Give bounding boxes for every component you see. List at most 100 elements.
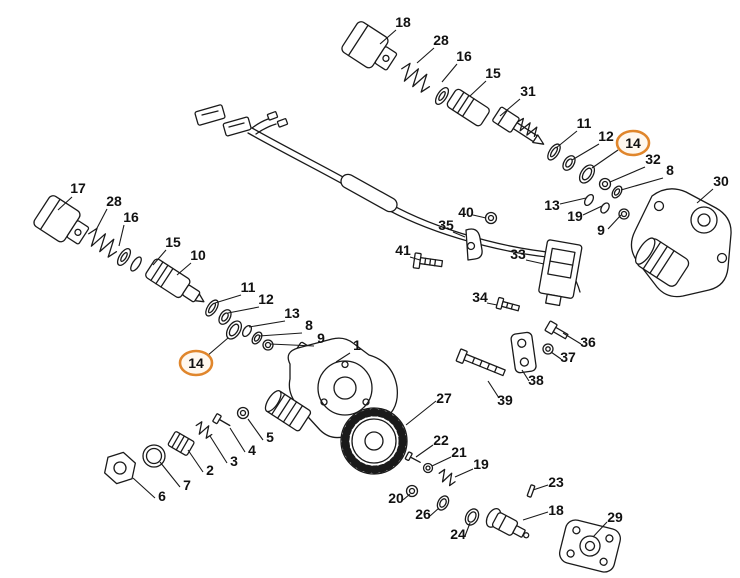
callout-bottom-29: 29 (607, 509, 623, 525)
part-17-cap (33, 195, 90, 245)
part-26-oring (436, 495, 450, 511)
part-washer-left-extra (130, 256, 142, 272)
callout-left-12: 12 (258, 291, 274, 307)
callout-top-31: 31 (520, 83, 536, 99)
part-2-insert (167, 431, 195, 456)
part-37-washer (542, 343, 554, 355)
part-31-adjuster (492, 106, 545, 145)
callout-top-13: 13 (544, 197, 560, 213)
callout-left-17: 17 (70, 180, 86, 196)
callout-left-16: 16 (123, 209, 139, 225)
callout-center-41: 41 (395, 242, 411, 258)
part-8-washer-top (611, 185, 623, 199)
callout-top-18: 18 (395, 14, 411, 30)
callout-bottom-26: 26 (415, 506, 431, 522)
highlight-ring-icon (615, 129, 651, 157)
callout-center-34: 34 (472, 289, 488, 305)
callout-center-36: 36 (580, 334, 596, 350)
part-28-spring-left (88, 227, 118, 258)
callout-center-38: 38 (528, 372, 544, 388)
highlighted-part-number-top: 14 (625, 135, 641, 151)
part-19-spring-bottom (438, 468, 456, 487)
highlighted-part-number-left: 14 (188, 355, 204, 371)
wiring-harness (194, 104, 581, 293)
part-1-housing (264, 337, 399, 439)
callout-bottomleft-2: 2 (206, 462, 214, 478)
part-12-washer-top (562, 155, 576, 171)
callout-left-13: 13 (284, 305, 300, 321)
callout-center-40: 40 (458, 204, 474, 220)
part-6-nut (103, 451, 137, 485)
callout-top-9: 9 (597, 222, 605, 238)
callout-center-39: 39 (497, 392, 513, 408)
part-9-ring-top (618, 208, 630, 220)
part-35-clamp (465, 228, 483, 261)
part-32-nut (598, 177, 612, 191)
part-11-oring-left (205, 299, 219, 317)
leader-lines (57, 29, 714, 538)
callout-bottom-20: 20 (388, 490, 404, 506)
part-18-cap-top (341, 21, 398, 71)
part-9-ring-left (262, 339, 274, 351)
part-34-screw (495, 296, 521, 312)
callout-top-8: 8 (666, 162, 674, 178)
part-38-bracket (510, 331, 537, 374)
callout-top-16: 16 (456, 48, 472, 64)
part-10-valve-body (145, 258, 205, 303)
part-27-knob (340, 407, 408, 475)
callout-bottomleft-6: 6 (158, 488, 166, 504)
callout-bottomleft-3: 3 (230, 453, 238, 469)
part-15-piston-top (446, 88, 490, 127)
callout-bottomleft-5: 5 (266, 429, 274, 445)
bottom-left-parts (103, 406, 250, 485)
part-14-ring-left (225, 320, 243, 340)
part-20-cup (405, 484, 419, 498)
part-19-washer-top (600, 202, 610, 214)
part-7-oring (142, 444, 166, 468)
bottom-center-parts (404, 451, 622, 573)
part-8-washer-left (251, 331, 263, 345)
part-21-washer (422, 462, 434, 474)
part-5-ring (236, 406, 250, 420)
callout-center-37: 37 (560, 349, 576, 365)
part-4-screw (212, 413, 231, 427)
callout-top-11: 11 (577, 115, 592, 131)
callout-bottomleft-7: 7 (183, 477, 191, 493)
callout-top-30: 30 (713, 173, 729, 189)
callout-left-10: 10 (190, 247, 206, 263)
part-39-screw (455, 348, 506, 377)
callout-bottomleft-4: 4 (248, 442, 256, 458)
middle-hardware (412, 211, 569, 377)
part-13-washer-top (583, 193, 595, 207)
part-22-screw (404, 451, 421, 463)
callout-top-32: 32 (645, 151, 661, 167)
part-33-connector (538, 239, 583, 307)
callout-left-11: 11 (241, 279, 256, 295)
callout-top-28: 28 (433, 32, 449, 48)
highlight-callout-14-top[interactable]: 14 (615, 129, 651, 157)
top-valve-assembly (341, 21, 630, 220)
callout-top-19: 19 (567, 208, 583, 224)
part-16-washer-left (116, 248, 132, 266)
callout-left-28: 28 (106, 193, 122, 209)
part-3-spring (195, 421, 213, 439)
callout-bottom-24: 24 (450, 526, 466, 542)
part-16-washer-top (434, 87, 450, 105)
highlight-callout-14-left[interactable]: 14 (178, 349, 214, 377)
callout-bottom-19: 19 (473, 456, 489, 472)
part-23-pin (526, 484, 536, 498)
callout-bottom-18: 18 (548, 502, 564, 518)
callout-left-15: 15 (165, 234, 181, 250)
callout-bottom-27: 27 (436, 390, 452, 406)
callout-labels: 18 28 16 15 31 11 12 32 8 13 19 9 30 17 … (70, 14, 729, 542)
callout-left-9: 9 (317, 330, 325, 346)
callout-center-35: 35 (438, 217, 454, 233)
part-14-ring-top (578, 164, 596, 184)
part-18-valve-bottom (485, 507, 530, 539)
part-29-flange (558, 519, 622, 573)
part-28-spring-top (401, 62, 431, 93)
callout-center-33: 33 (510, 246, 526, 262)
callout-left-8: 8 (305, 317, 313, 333)
